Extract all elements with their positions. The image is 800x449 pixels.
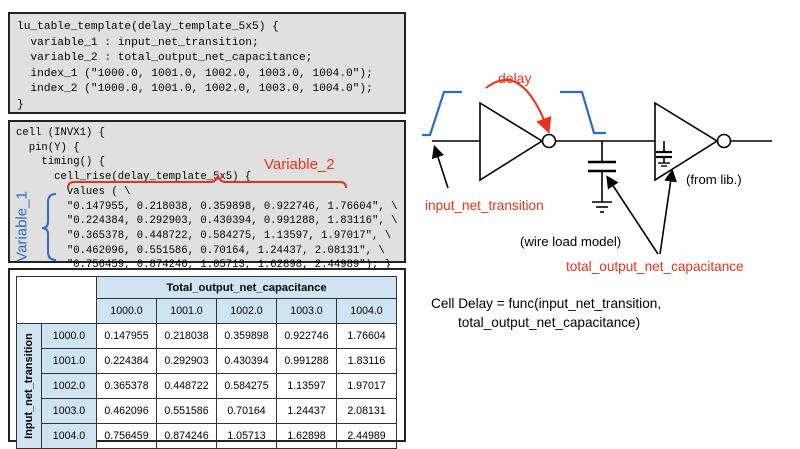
- table-cell: 1.76604: [336, 323, 397, 349]
- code-line: lu_table_template(delay_template_5x5) {: [17, 21, 279, 33]
- code-line: variable_2 : total_output_net_capacitanc…: [17, 52, 313, 65]
- delay-arrow: [485, 79, 552, 134]
- table-cell: 1.05713: [216, 423, 277, 449]
- code-line: index_1 ("1000.0, 1001.0, 1002.0, 1003.0…: [17, 67, 373, 80]
- table-corner: [16, 276, 97, 324]
- table-cell: 0.462096: [96, 398, 157, 424]
- inverter-2-bubble: [716, 133, 732, 149]
- table-cell: 0.365378: [96, 373, 157, 399]
- column-header: 1002.0: [216, 298, 277, 324]
- table-row: 1002.0 0.365378 0.448722 0.584275 1.1359…: [17, 373, 397, 399]
- code-line: "0.462096, 0.551586, 0.70164, 1.24437, 2…: [16, 244, 385, 257]
- lu-table-template-code-box: lu_table_template(delay_template_5x5) { …: [8, 12, 406, 114]
- cell-code-box: cell (INVX1) { pin(Y) { timing() { cell_…: [8, 120, 406, 271]
- table-row: Input_net_transition 1000.0 0.147955 0.2…: [16, 323, 397, 449]
- column-header: 1004.0: [336, 298, 397, 324]
- circuit-diagram: [422, 79, 772, 255]
- table-cell: 0.70164: [216, 398, 277, 424]
- row-header: 1002.0: [41, 373, 97, 399]
- table-row: 1003.0 0.462096 0.551586 0.70164 1.24437…: [17, 398, 397, 424]
- table-cell: 0.756459: [96, 423, 157, 449]
- input-net-transition-label: input_net_transition: [425, 198, 544, 213]
- row-header: 1000.0: [41, 323, 97, 349]
- code-line: cell_rise(delay_template_5x5) {: [16, 171, 252, 184]
- delay-label: delay: [498, 70, 532, 86]
- row-header: 1001.0: [41, 348, 97, 374]
- table-cell: 1.62898: [276, 423, 337, 449]
- output-waveform: [560, 90, 606, 135]
- formula-line-1: Cell Delay = func(input_net_transition,: [431, 296, 662, 311]
- table-cell: 1.13597: [276, 373, 337, 399]
- variable-2-brace: [67, 172, 347, 189]
- row-title: Input_net_transition: [23, 333, 35, 439]
- table-cell: 0.224384: [96, 348, 157, 374]
- code-line: "0.147955, 0.218038, 0.359898, 0.922746,…: [16, 200, 398, 213]
- code-line: pin(Y) {: [16, 141, 80, 154]
- column-header: 1003.0: [276, 298, 337, 324]
- column-header: 1000.0: [96, 298, 157, 324]
- code-line: "0.365378, 0.448722, 0.584275, 1.13597, …: [16, 229, 392, 242]
- code-line: values ( \: [16, 185, 131, 198]
- column-title: Total_output_net_capacitance: [96, 276, 397, 299]
- table-cell: 1.83116: [336, 348, 397, 374]
- table-cell: 0.584275: [216, 373, 277, 399]
- from-lib-label: (from lib.): [686, 172, 742, 187]
- table-cell: 0.218038: [156, 323, 217, 349]
- code-line: "0.224384, 0.292903, 0.430394, 0.991288,…: [16, 215, 398, 228]
- table-cell: 2.08131: [336, 398, 397, 424]
- code-line: timing() {: [16, 156, 106, 169]
- delay-table-box: Total_output_net_capacitance 1000.0 1001…: [8, 268, 406, 449]
- table-cell: 0.448722: [156, 373, 217, 399]
- lu-table-template-code: lu_table_template(delay_template_5x5) { …: [17, 20, 373, 145]
- table-cell: 0.147955: [96, 323, 157, 349]
- table-cell: 0.359898: [216, 323, 277, 349]
- column-header: 1001.0: [156, 298, 217, 324]
- row-title-cell: Input_net_transition: [16, 323, 42, 449]
- input-waveform: [422, 90, 462, 137]
- table-cell: 1.97017: [336, 373, 397, 399]
- inverter-1: [479, 101, 544, 182]
- variable-1-brace: [41, 193, 57, 261]
- table-cell: 1.24437: [276, 398, 337, 424]
- row-header: 1003.0: [41, 398, 97, 424]
- table-cell: 0.874246: [156, 423, 217, 449]
- table-row: 1001.0 0.224384 0.292903 0.430394 0.9912…: [17, 348, 397, 374]
- table-row: 1004.0 0.756459 0.874246 1.05713 1.62898…: [17, 423, 397, 449]
- variable-1-label: Variable_1: [13, 191, 31, 262]
- formula-line-2: total_output_net_capacitance): [458, 315, 641, 330]
- code-line: variable_1 : input_net_transition;: [17, 36, 259, 49]
- code-line: cell (INVX1) {: [16, 127, 106, 139]
- code-line: }: [17, 99, 24, 111]
- wire-cap-arrow: [606, 175, 659, 255]
- table-cell: 0.292903: [156, 348, 217, 374]
- table-cell: 0.430394: [216, 348, 277, 374]
- variable-2-label: Variable_2: [264, 156, 335, 173]
- input-transition-arrow: [431, 144, 449, 189]
- code-line: index_2 ("1000.0, 1001.0, 1002.0, 1003.0…: [17, 83, 373, 96]
- total-output-net-capacitance-label: total_output_net_capacitance: [566, 259, 744, 274]
- wire-load-label: (wire load model): [520, 234, 622, 249]
- table-cell: 0.922746: [276, 323, 337, 349]
- inverter-1-bubble: [541, 133, 557, 149]
- pin-cap-arrow: [659, 168, 677, 255]
- table-cell: 0.551586: [156, 398, 217, 424]
- row-header: 1004.0: [41, 423, 97, 449]
- delay-table: Total_output_net_capacitance 1000.0 1001…: [16, 276, 397, 449]
- table-cell: 2.44989: [336, 423, 397, 449]
- inverter-2: [654, 101, 719, 182]
- table-cell: 0.991288: [276, 348, 337, 374]
